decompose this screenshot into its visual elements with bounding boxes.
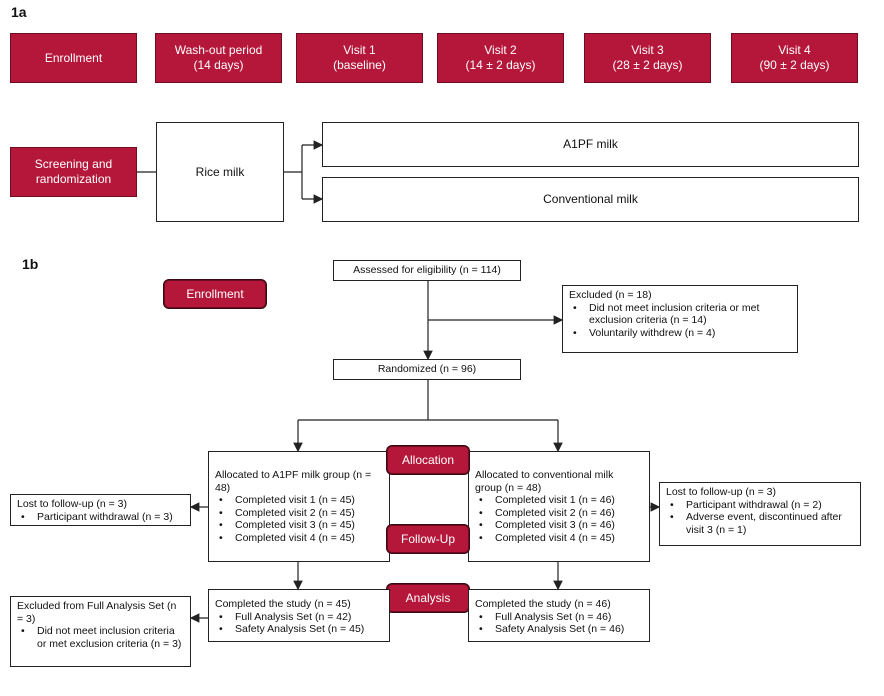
excluded-box: Excluded (n = 18) Did not meet inclusion… xyxy=(562,285,798,353)
timeline-line: Wash-out period xyxy=(174,43,263,57)
timeline-enrollment: Enrollment xyxy=(10,33,137,83)
panel-a-label: 1a xyxy=(11,4,27,20)
rice-milk-label: Rice milk xyxy=(195,164,245,179)
left-allocation-item: Completed visit 4 (n = 45) xyxy=(215,532,383,545)
excluded-item: Voluntarily withdrew (n = 4) xyxy=(569,327,791,340)
randomized-box: Randomized (n = 96) xyxy=(333,359,521,380)
stage-allocation-label: Allocation xyxy=(401,452,455,467)
timeline-line: (90 ± 2 days) xyxy=(759,58,830,72)
stage-allocation: Allocation xyxy=(387,446,469,474)
left-analysis-title: Completed the study (n = 45) xyxy=(215,598,351,610)
right-allocation-box: Allocated to conventional milk group (n … xyxy=(468,451,650,562)
left-allocation-item: Completed visit 2 (n = 45) xyxy=(215,507,383,520)
stage-enrollment: Enrollment xyxy=(164,280,266,308)
arm-conventional-box: Conventional milk xyxy=(322,177,859,222)
timeline-line: Visit 4 xyxy=(778,43,811,57)
excluded-fas-item: Did not meet inclusion criteria or met e… xyxy=(17,625,184,650)
timeline-line: Visit 1 xyxy=(343,43,376,57)
timeline-visit-3: Visit 3 (28 ± 2 days) xyxy=(584,33,711,83)
left-analysis-box: Completed the study (n = 45) Full Analys… xyxy=(208,589,390,642)
rice-milk-box: Rice milk xyxy=(156,122,284,222)
assessed-label: Assessed for eligibility (n = 114) xyxy=(353,264,501,277)
left-lost-title: Lost to follow-up (n = 3) xyxy=(17,498,128,510)
randomized-label: Randomized (n = 96) xyxy=(377,363,477,376)
screening-line: Screening and xyxy=(34,157,113,171)
stage-analysis-label: Analysis xyxy=(405,590,451,605)
timeline-line: (14 days) xyxy=(193,58,244,72)
arm-a1pf-box: A1PF milk xyxy=(322,122,859,167)
right-analysis-item: Full Analysis Set (n = 46) xyxy=(475,611,643,624)
excluded-fas-box: Excluded from Full Analysis Set (n = 3) … xyxy=(10,596,191,667)
excluded-item: Did not meet inclusion criteria or met e… xyxy=(569,302,791,327)
right-allocation-item: Completed visit 3 (n = 46) xyxy=(475,519,643,532)
stage-followup-label: Follow-Up xyxy=(400,531,455,546)
right-allocation-item: Completed visit 2 (n = 46) xyxy=(475,507,643,520)
timeline-visit-1: Visit 1 (baseline) xyxy=(296,33,423,83)
stage-followup: Follow-Up xyxy=(387,525,469,553)
timeline-visit-2: Visit 2 (14 ± 2 days) xyxy=(437,33,564,83)
stage-enrollment-label: Enrollment xyxy=(186,286,244,301)
right-lost-item: Participant withdrawal (n = 2) xyxy=(666,499,854,512)
left-allocation-box: Allocated to A1PF milk group (n = 48) Co… xyxy=(208,451,390,562)
assessed-box: Assessed for eligibility (n = 114) xyxy=(333,260,521,281)
timeline-line: (14 ± 2 days) xyxy=(465,58,536,72)
left-analysis-item: Safety Analysis Set (n = 45) xyxy=(215,623,383,636)
arm-a1pf-label: A1PF milk xyxy=(563,137,618,152)
left-lost-item: Participant withdrawal (n = 3) xyxy=(17,511,184,524)
left-allocation-item: Completed visit 3 (n = 45) xyxy=(215,519,383,532)
screening-randomization-box: Screening and randomization xyxy=(10,147,137,197)
timeline-line: Visit 2 xyxy=(484,43,517,57)
arm-conventional-label: Conventional milk xyxy=(543,192,638,207)
timeline-line: (baseline) xyxy=(333,58,386,72)
right-analysis-item: Safety Analysis Set (n = 46) xyxy=(475,623,643,636)
left-allocation-item: Completed visit 1 (n = 45) xyxy=(215,494,383,507)
right-allocation-title: Allocated to conventional milk group (n … xyxy=(475,469,614,494)
left-lost-box: Lost to follow-up (n = 3) Participant wi… xyxy=(10,494,191,526)
screening-line: randomization xyxy=(35,172,112,186)
right-lost-box: Lost to follow-up (n = 3) Participant wi… xyxy=(659,482,861,546)
left-allocation-title: Allocated to A1PF milk group (n = 48) xyxy=(215,469,372,494)
excluded-fas-title: Excluded from Full Analysis Set (n = 3) xyxy=(17,600,177,625)
timeline-line: Visit 3 xyxy=(631,43,664,57)
right-allocation-item: Completed visit 1 (n = 46) xyxy=(475,494,643,507)
left-analysis-item: Full Analysis Set (n = 42) xyxy=(215,611,383,624)
right-analysis-title: Completed the study (n = 46) xyxy=(475,598,611,610)
excluded-title: Excluded (n = 18) xyxy=(569,289,652,301)
timeline-line: (28 ± 2 days) xyxy=(612,58,683,72)
right-analysis-box: Completed the study (n = 46) Full Analys… xyxy=(468,589,650,642)
timeline-line: Enrollment xyxy=(44,50,103,65)
timeline-visit-4: Visit 4 (90 ± 2 days) xyxy=(731,33,858,83)
timeline-washout: Wash-out period (14 days) xyxy=(155,33,282,83)
right-lost-item: Adverse event, discontinued after visit … xyxy=(666,511,854,536)
right-allocation-item: Completed visit 4 (n = 45) xyxy=(475,532,643,545)
stage-analysis: Analysis xyxy=(387,584,469,612)
right-lost-title: Lost to follow-up (n = 3) xyxy=(666,486,777,498)
panel-b-label: 1b xyxy=(22,256,39,272)
